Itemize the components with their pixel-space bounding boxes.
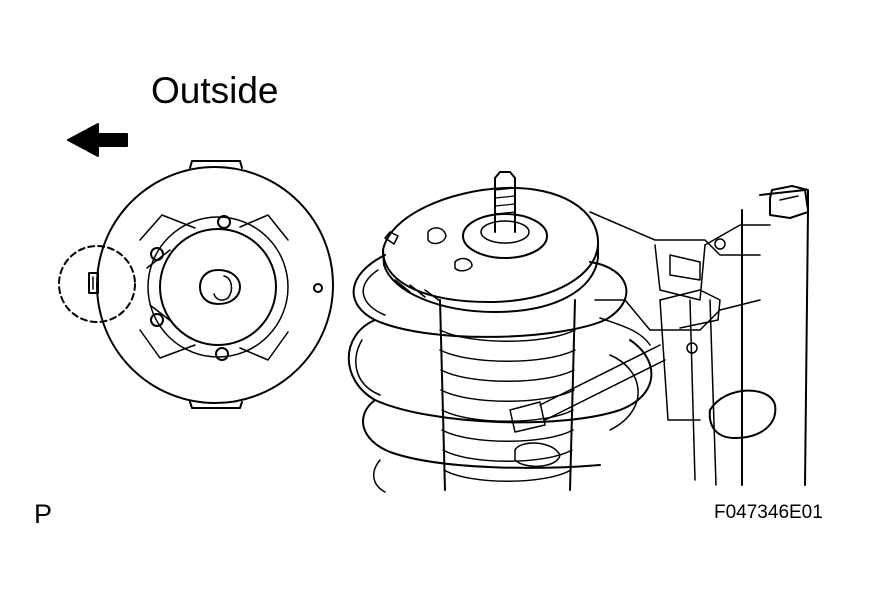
highlight-circle [58, 245, 136, 323]
left-arrow-icon [67, 123, 128, 157]
direction-label: Outside [151, 70, 279, 111]
figure-code-label: F047346E01 [714, 502, 823, 523]
view-code-label: P [34, 499, 53, 529]
upper-support-top-view [88, 160, 334, 409]
strut-assembly [347, 171, 809, 493]
